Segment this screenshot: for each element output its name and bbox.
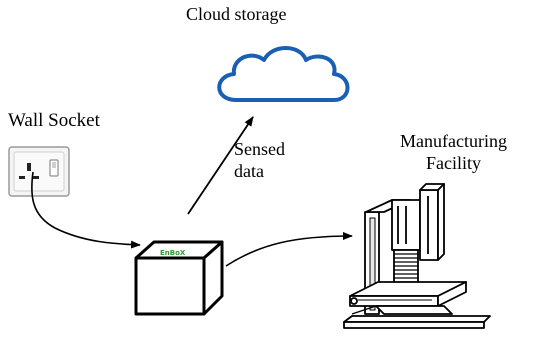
milling-machine-icon [343,183,491,329]
wall-socket-icon [8,146,70,197]
sensed-data-line1: Sensed [234,139,285,159]
cloud-icon [217,46,350,102]
sensed-data-arrow [187,116,254,215]
enbox-cube-icon [134,240,224,316]
power-cable [31,171,141,249]
wall-socket-label: Wall Socket [8,110,100,131]
facility-arrow [225,232,353,267]
cloud-storage-label: Cloud storage [186,4,287,24]
manufacturing-facility-label: Manufacturing Facility [400,130,507,174]
enbox-label: EnBoX [160,249,186,257]
facility-line1: Manufacturing [400,131,507,151]
sensed-data-label: Sensed data [234,138,285,182]
sensed-data-line2: data [234,161,264,181]
facility-line2: Facility [425,153,481,173]
